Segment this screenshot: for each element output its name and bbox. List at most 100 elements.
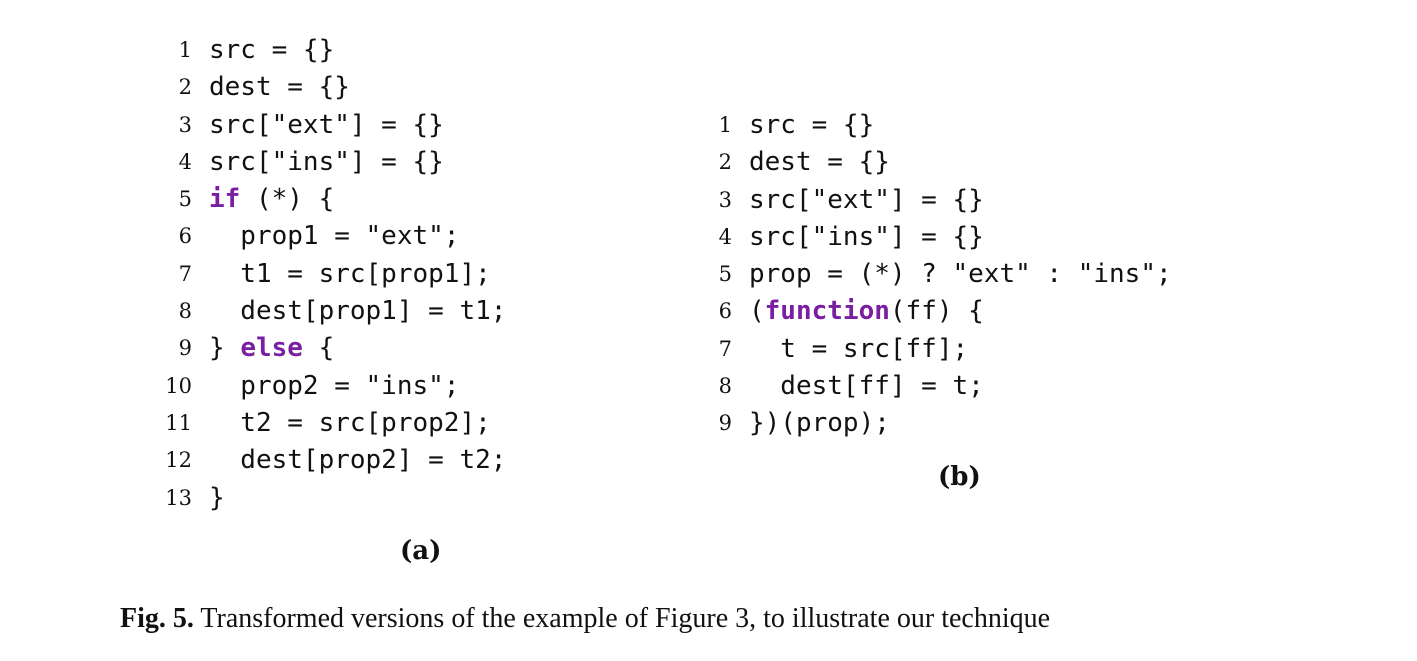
code-text: } [209, 480, 225, 517]
line-number: 9 [178, 336, 192, 361]
line-number: 5 [718, 262, 732, 287]
code-text: src["ext"] = {} [749, 182, 984, 219]
line-number: 10 [165, 373, 192, 398]
code-line: 10 prop2 = "ins"; [150, 368, 506, 405]
line-number: 12 [165, 448, 192, 473]
keyword: else [240, 333, 303, 364]
code-text: src["ins"] = {} [749, 219, 984, 256]
code-listing-b: 1 src = {} 2 dest = {} 3 src["ext"] = {} 4 src[… [690, 107, 1172, 443]
code-listing-a: 1 src = {} 2 dest = {} 3 src["ext"] = {} 4 src[… [150, 32, 506, 517]
code-segment: })(prop); [749, 408, 890, 439]
keyword: if [209, 184, 241, 215]
code-segment: (ff) { [889, 296, 984, 327]
keyword: function [764, 296, 890, 327]
code-line: 13} [150, 480, 506, 517]
code-segment: ( [749, 296, 765, 327]
code-segment: prop1 = "ext"; [209, 221, 460, 252]
code-segment: prop2 = "ins"; [209, 370, 460, 401]
code-text: if (*) { [209, 181, 334, 218]
line-number: 3 [718, 187, 732, 212]
line-number: 5 [178, 187, 192, 212]
line-number: 2 [178, 75, 192, 100]
line-number: 8 [718, 374, 732, 399]
code-segment: src["ext"] = {} [749, 184, 984, 215]
code-text: src["ins"] = {} [209, 144, 444, 181]
code-line: 8 dest[ff] = t; [690, 368, 1172, 405]
code-line: 2 dest = {} [150, 69, 506, 106]
line-number: 11 [165, 410, 192, 435]
code-line: 1 src = {} [690, 107, 1172, 144]
code-line: 5 prop = (*) ? "ext" : "ins"; [690, 256, 1172, 293]
code-line: 9 })(prop); [690, 405, 1172, 442]
code-line: 2 dest = {} [690, 144, 1172, 181]
code-text: } else { [209, 330, 334, 367]
code-segment: dest[prop2] = t2; [209, 445, 507, 476]
code-text: src = {} [749, 107, 874, 144]
code-segment: { [302, 333, 335, 364]
code-text: dest[ff] = t; [749, 368, 984, 405]
line-number: 7 [718, 336, 732, 361]
code-line: 3 src["ext"] = {} [150, 107, 506, 144]
code-line: 4 src["ins"] = {} [690, 219, 1172, 256]
code-segment: (*) { [240, 184, 335, 215]
code-text: prop1 = "ext"; [209, 218, 459, 255]
code-segment: dest[ff] = t; [749, 371, 984, 402]
line-number: 6 [718, 299, 732, 324]
code-segment: } [209, 333, 241, 364]
code-segment: src["ext"] = {} [209, 109, 444, 140]
code-line: 11 t2 = src[prop2]; [150, 405, 506, 442]
code-text: t1 = src[prop1]; [209, 256, 491, 293]
code-line: 6 prop1 = "ext"; [150, 218, 506, 255]
code-line: 12 dest[prop2] = t2; [150, 442, 506, 479]
code-text: dest = {} [209, 69, 350, 106]
code-segment: dest = {} [749, 147, 890, 178]
code-line: 6 (function(ff) { [690, 293, 1172, 330]
sub-caption-b: (b) [938, 462, 981, 492]
sub-caption-a: (a) [400, 536, 442, 566]
code-text: dest[prop1] = t1; [209, 293, 506, 330]
code-text: })(prop); [749, 405, 890, 442]
line-number: 8 [178, 299, 192, 324]
line-number: 9 [718, 411, 732, 436]
code-segment: dest[prop1] = t1; [209, 296, 507, 327]
code-segment: src = {} [209, 35, 335, 65]
line-number: 3 [178, 112, 192, 137]
code-line: 3 src["ext"] = {} [690, 182, 1172, 219]
code-text: src = {} [209, 32, 334, 69]
code-line: 1 src = {} [150, 32, 506, 69]
code-line: 5 if (*) { [150, 181, 506, 218]
code-segment: src["ins"] = {} [209, 146, 444, 177]
line-number: 13 [165, 485, 192, 510]
figure-caption: Fig. 5. Transformed versions of the exam… [120, 603, 1050, 635]
code-text: dest[prop2] = t2; [209, 442, 506, 479]
line-number: 4 [718, 224, 732, 249]
code-line: 9} else { [150, 330, 506, 367]
code-text: prop = (*) ? "ext" : "ins"; [749, 256, 1172, 293]
code-text: prop2 = "ins"; [209, 368, 459, 405]
code-segment: t2 = src[prop2]; [209, 407, 491, 438]
code-segment: src["ins"] = {} [749, 221, 984, 252]
code-segment: prop = (*) ? "ext" : "ins"; [749, 259, 1172, 290]
code-segment: t1 = src[prop1]; [209, 258, 491, 289]
line-number: 6 [178, 224, 192, 249]
code-line: 7 t1 = src[prop1]; [150, 256, 506, 293]
code-text: (function(ff) { [749, 293, 984, 330]
line-number: 1 [718, 113, 732, 137]
code-segment: dest = {} [209, 72, 350, 103]
code-line: 8 dest[prop1] = t1; [150, 293, 507, 330]
line-number: 7 [178, 261, 192, 286]
line-number: 4 [178, 149, 192, 174]
code-line: 7 t = src[ff]; [690, 331, 1172, 368]
figure-caption-text: Transformed versions of the example of F… [193, 603, 1051, 634]
code-segment: } [209, 482, 225, 513]
line-number: 2 [718, 150, 732, 175]
code-text: t2 = src[prop2]; [209, 405, 491, 442]
code-text: dest = {} [749, 144, 890, 181]
code-segment: src = {} [749, 110, 875, 140]
code-text: src["ext"] = {} [209, 107, 444, 144]
line-number: 1 [178, 38, 192, 62]
code-text: t = src[ff]; [749, 331, 968, 368]
figure-label: Fig. 5. [120, 603, 194, 634]
code-line: 4 src["ins"] = {} [150, 144, 506, 181]
code-segment: t = src[ff]; [749, 333, 969, 364]
